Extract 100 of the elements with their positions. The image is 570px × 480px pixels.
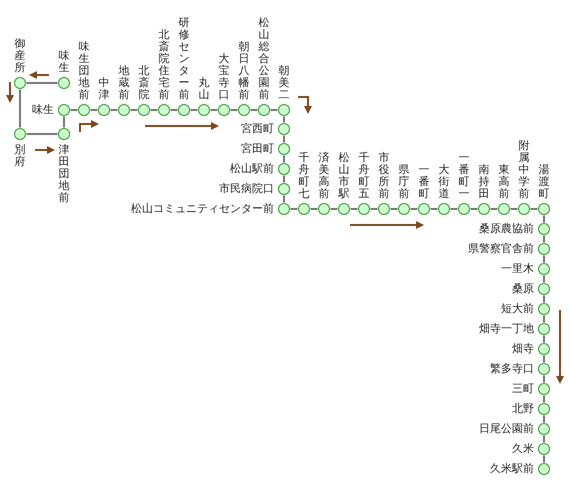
route-line — [63, 116, 65, 128]
stop-name: 久米 — [512, 443, 534, 455]
bus-stop-marker — [538, 222, 550, 234]
stop-name: 済美高前 — [318, 152, 330, 200]
bus-stop-marker — [538, 202, 550, 214]
stop-name: 北斎院住宅前 — [158, 29, 170, 101]
bus-stop-marker — [538, 262, 550, 274]
route-line — [310, 208, 318, 210]
bus-stop-marker — [118, 104, 130, 116]
route-line — [543, 356, 545, 362]
bus-stop-marker — [58, 104, 70, 116]
bus-stop-marker — [318, 202, 330, 214]
route-line — [450, 208, 458, 210]
stop-name: 桑原農協前 — [479, 223, 534, 235]
bus-stop-marker — [538, 422, 550, 434]
bus-stop-marker — [258, 104, 270, 116]
bus-stop-marker — [278, 162, 290, 174]
route-line — [543, 336, 545, 342]
bus-stop-marker — [278, 122, 290, 134]
stop-name: 畑寺一丁地 — [479, 323, 534, 335]
route-line — [283, 176, 285, 182]
bus-stop-marker — [278, 104, 290, 116]
route-line — [543, 396, 545, 402]
bus-stop-marker — [438, 202, 450, 214]
stop-name: 宮田町 — [241, 143, 274, 155]
route-line — [430, 208, 438, 210]
bus-stop-marker — [278, 142, 290, 154]
stop-name: 大街道 — [438, 164, 450, 200]
route-line — [290, 208, 298, 210]
bus-stop-marker — [138, 104, 150, 116]
route-line — [410, 208, 418, 210]
stop-name: 津田団地前 — [58, 144, 70, 204]
stop-name: 県警察官舎前 — [468, 243, 534, 255]
stop-name: 松山市駅 — [338, 152, 350, 200]
route-line — [490, 208, 498, 210]
bus-stop-marker — [218, 104, 230, 116]
route-line — [543, 316, 545, 322]
stop-name: 別府 — [14, 144, 26, 168]
bus-stop-marker — [338, 202, 350, 214]
bus-stop-marker — [58, 128, 70, 140]
stop-name: 北斎院 — [138, 65, 150, 101]
route-line — [90, 109, 98, 111]
stop-name: 畑寺 — [512, 343, 534, 355]
bus-stop-marker — [198, 104, 210, 116]
route-line — [283, 116, 285, 122]
bus-stop-marker — [58, 76, 70, 88]
route-line — [543, 216, 545, 222]
route-line — [270, 109, 278, 111]
bus-stop-marker — [398, 202, 410, 214]
route-line — [190, 109, 198, 111]
route-line — [210, 109, 218, 111]
route-line — [543, 456, 545, 462]
bus-stop-marker — [478, 202, 490, 214]
route-line — [510, 208, 518, 210]
route-line — [283, 156, 285, 162]
stop-name: 御産所 — [14, 38, 26, 74]
bus-stop-marker — [278, 182, 290, 194]
route-line — [26, 133, 58, 135]
stop-name: 繁多寺口 — [490, 363, 534, 375]
stop-name: 附属中学前 — [518, 140, 530, 200]
route-line — [150, 109, 158, 111]
route-line — [543, 416, 545, 422]
route-line — [230, 109, 238, 111]
bus-stop-marker — [538, 402, 550, 414]
bus-stop-marker — [78, 104, 90, 116]
route-line — [470, 208, 478, 210]
stop-name: 朝日八幡前 — [238, 41, 250, 101]
bus-stop-marker — [14, 128, 26, 140]
stop-name: 中津 — [98, 77, 110, 101]
bus-stop-marker — [158, 104, 170, 116]
stop-name: 千舟町七 — [298, 152, 310, 200]
route-line — [543, 376, 545, 382]
bus-stop-marker — [98, 104, 110, 116]
bus-stop-marker — [458, 202, 470, 214]
stop-name: 味生 — [32, 104, 54, 116]
bus-stop-marker — [518, 202, 530, 214]
stop-name: 北野 — [512, 403, 534, 415]
stop-name: 一里木 — [501, 263, 534, 275]
stop-name: 一番町一 — [458, 152, 470, 200]
stop-name: 東高前 — [498, 164, 510, 200]
stop-name: 湯渡町 — [538, 164, 550, 200]
stop-name: 市役所前 — [378, 152, 390, 200]
bus-stop-marker — [298, 202, 310, 214]
route-line — [250, 109, 258, 111]
bus-stop-marker — [538, 342, 550, 354]
bus-stop-marker — [538, 462, 550, 474]
stop-name: 味生 — [58, 50, 70, 74]
route-line — [530, 208, 538, 210]
route-line — [543, 276, 545, 282]
stop-name: 大宝寺口 — [218, 53, 230, 101]
stop-name: 松山駅前 — [230, 163, 274, 175]
stop-name: 県庁前 — [398, 164, 410, 200]
stop-name: 丸山 — [198, 77, 210, 101]
stop-name: 松山総合公園前 — [258, 17, 270, 101]
stop-name: 桑原 — [512, 283, 534, 295]
route-line — [70, 109, 78, 111]
route-line — [330, 208, 338, 210]
stop-name: 短大前 — [501, 303, 534, 315]
route-line — [543, 296, 545, 302]
bus-stop-marker — [238, 104, 250, 116]
